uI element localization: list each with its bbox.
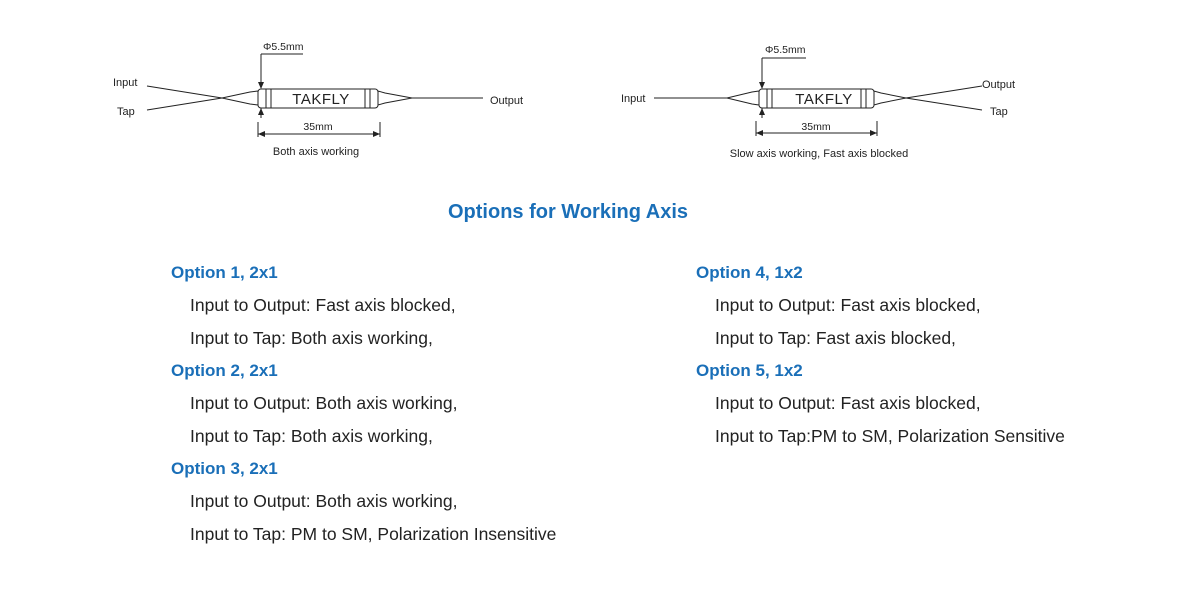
left-tap-label: Tap [117,106,135,118]
right-brand-label: TAKFLY [795,91,852,108]
option-line: Input to Tap: Fast axis blocked, [715,328,956,348]
coupler-diagrams: TAKFLY Φ5.5mm 35mm Input Tap Output Both… [113,41,1015,160]
option-4: Option 4, 1x2 Input to Output: Fast axis… [696,262,1065,360]
left-brand-label: TAKFLY [292,91,349,108]
left-tube [257,88,379,109]
left-length-label: 35mm [303,121,332,133]
left-diameter-label: Φ5.5mm [263,41,304,53]
right-boot-right [873,90,907,106]
option-line: Input to Tap: Both axis working, [190,328,433,348]
right-tap-fiber [905,97,983,111]
left-coupler-diagram: TAKFLY Φ5.5mm 35mm Input Tap Output Both… [113,41,523,158]
option-title: Option 1, 2x1 [171,263,278,282]
right-tap-label: Tap [990,106,1008,118]
left-caption: Both axis working [273,146,359,158]
option-line: Input to Output: Both axis working, [190,491,458,511]
right-output-label: Output [982,79,1015,91]
left-boot-right [377,90,413,106]
left-output-label: Output [490,95,523,107]
option-line: Input to Tap:PM to SM, Polarization Sens… [715,426,1065,446]
right-boot-left [726,90,760,106]
right-coupler-diagram: TAKFLY Φ5.5mm 35mm Input Output Tap Slow… [621,44,1015,160]
option-line: Input to Tap: PM to SM, Polarization Ins… [190,524,557,544]
option-line: Input to Output: Fast axis blocked, [715,295,981,315]
options-left-column: Option 1, 2x1 Input to Output: Fast axis… [171,262,556,556]
option-title: Option 5, 1x2 [696,361,803,380]
right-length-label: 35mm [801,121,830,133]
option-5: Option 5, 1x2 Input to Output: Fast axis… [696,360,1065,458]
option-line: Input to Output: Both axis working, [190,393,458,413]
left-input-fiber [146,85,223,99]
option-title: Option 3, 2x1 [171,459,278,478]
section-title: Options for Working Axis [447,201,688,223]
right-output-fiber [905,85,983,99]
option-line: Input to Output: Fast axis blocked, [715,393,981,413]
option-line: Input to Tap: Both axis working, [190,426,433,446]
options-right-column: Option 4, 1x2 Input to Output: Fast axis… [696,262,1065,458]
right-diameter-label: Φ5.5mm [765,44,806,56]
option-2: Option 2, 2x1 Input to Output: Both axis… [171,360,556,458]
right-caption: Slow axis working, Fast axis blocked [730,148,909,160]
right-input-label: Input [621,93,645,105]
right-tube [758,88,875,109]
left-input-label: Input [113,77,137,89]
left-tap-fiber [146,97,223,111]
option-1: Option 1, 2x1 Input to Output: Fast axis… [171,262,556,360]
left-boot-left [221,90,259,106]
option-title: Option 2, 2x1 [171,361,278,380]
option-3: Option 3, 2x1 Input to Output: Both axis… [171,458,556,556]
option-line: Input to Output: Fast axis blocked, [190,295,456,315]
option-title: Option 4, 1x2 [696,263,803,282]
